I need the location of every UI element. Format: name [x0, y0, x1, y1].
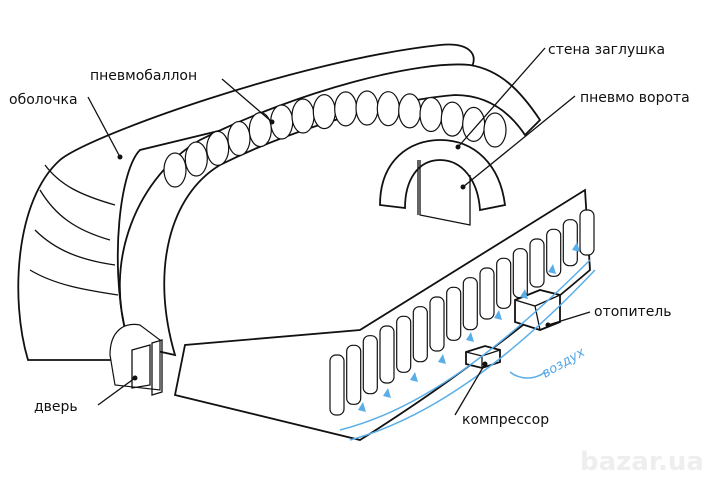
balloon-tube — [312, 93, 336, 130]
label-heater: отопитель — [594, 304, 672, 320]
wall-tube — [412, 306, 428, 363]
wall-tube — [579, 209, 595, 256]
wall-tube — [562, 219, 578, 267]
wall-tube — [362, 335, 378, 395]
label-gate: пневмо ворота — [580, 90, 690, 106]
balloon-tube — [376, 91, 400, 127]
balloon-tube — [355, 90, 379, 126]
wall-tube — [396, 315, 412, 373]
wall-tube — [379, 325, 395, 384]
label-compressor: компрессор — [462, 412, 549, 428]
balloon-tube — [227, 120, 251, 157]
label-end-wall: стена заглушка — [548, 42, 665, 58]
wall-tube — [429, 296, 445, 352]
wall-tube — [496, 257, 512, 309]
label-shell: оболочка — [9, 92, 78, 108]
gate-arch — [379, 139, 506, 212]
balloon-tube — [419, 96, 443, 133]
arch-tubes — [163, 90, 507, 188]
balloon-tube — [483, 112, 507, 148]
balloon-tube — [291, 98, 315, 134]
wall-tube — [329, 354, 345, 416]
watermark-text: bazar.ua — [580, 447, 704, 477]
shell-ribs — [29, 164, 119, 296]
balloon-tube — [184, 141, 208, 177]
wall-tube — [462, 277, 478, 331]
air-flow-arrows — [339, 242, 596, 441]
balloon-tube — [398, 93, 422, 129]
wall-tube — [346, 344, 362, 405]
front-wall-tubes — [329, 209, 595, 416]
pneumo-gate — [419, 160, 471, 226]
wall-tube — [479, 267, 495, 320]
leader-lines — [87, 47, 591, 416]
balloon-tube — [462, 106, 486, 143]
door-tunnel — [109, 323, 161, 391]
balloon-tube — [248, 112, 272, 148]
front-wall — [173, 188, 591, 441]
door-panel — [131, 339, 163, 396]
wall-tube — [529, 238, 545, 288]
balloon-tube — [440, 101, 464, 137]
label-air: воздух — [540, 345, 588, 382]
balloon-tube — [334, 91, 358, 127]
wall-tube — [446, 286, 462, 341]
label-door: дверь — [34, 399, 78, 415]
balloon-tube — [163, 152, 187, 188]
wall-tube — [546, 228, 562, 277]
label-balloon: пневмобаллон — [90, 68, 197, 84]
balloon-tube — [206, 130, 230, 166]
